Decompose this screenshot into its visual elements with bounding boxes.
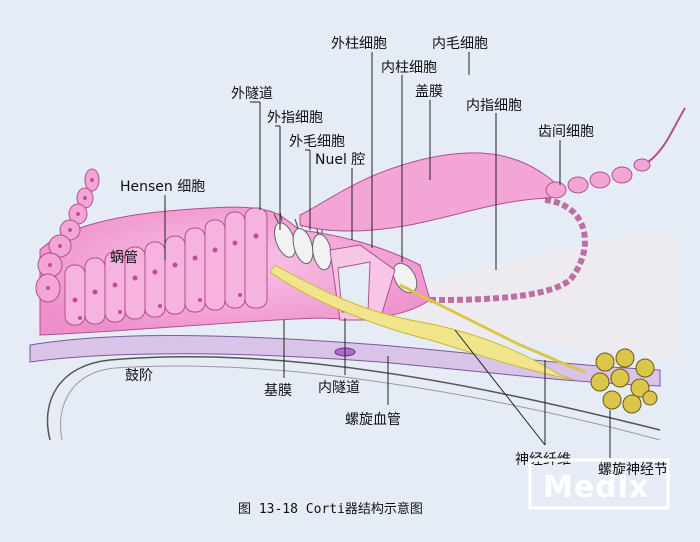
label-inner-tunnel: 内隧道 — [318, 380, 360, 396]
medlx-watermark: Medlx — [528, 458, 670, 510]
label-interdental-cell: 齿间细胞 — [538, 124, 594, 140]
figure-caption: 图 13-18 Corti器结构示意图 — [238, 501, 423, 517]
spiral-ganglion-cells — [590, 348, 658, 414]
label-spiral-ganglion: 螺旋神经节 — [598, 462, 668, 478]
label-hensen-cell: Hensen 细胞 — [120, 179, 205, 195]
leader-lines — [164, 52, 611, 458]
lower-membrane-band — [29, 335, 661, 387]
label-basilar-membrane: 基膜 — [264, 382, 292, 399]
scala-tympani-membrane-inner — [60, 365, 661, 441]
label-outer-hair-cell: 外毛细胞 — [289, 134, 345, 150]
label-inner-phalangeal-cell: 内指细胞 — [466, 98, 522, 114]
scala-tympani-membrane — [46, 356, 661, 441]
label-inner-hair-cell: 内毛细胞 — [432, 36, 488, 52]
label-outer-phalangeal-cell: 外指细胞 — [267, 110, 323, 126]
label-outer-tunnel: 外隧道 — [231, 86, 273, 102]
columnar-cell-nuclei — [72, 233, 259, 320]
outer-hair-cells — [274, 222, 332, 271]
label-tectorial-membrane: 盖膜 — [415, 84, 443, 100]
hensen-cell-nuclei — [46, 178, 94, 290]
nerve-fiber-upper — [399, 283, 586, 374]
label-inner-pillar-cell: 内柱细胞 — [381, 60, 437, 76]
interdental-cell-chain — [545, 158, 651, 199]
columnar-cells — [64, 207, 268, 326]
label-cochlear-duct: 蜗管 — [110, 250, 138, 266]
interdental-tail — [647, 107, 686, 163]
label-nuel-space: Nuel 腔 — [315, 152, 365, 168]
nerve-fiber-bundle — [269, 264, 576, 381]
label-spiral-vessel: 螺旋血管 — [345, 412, 401, 428]
label-scala-tympani: 鼓阶 — [125, 368, 153, 384]
watermark-text: Medlx — [543, 470, 649, 505]
label-outer-pillar-cell: 外柱细胞 — [331, 36, 387, 52]
